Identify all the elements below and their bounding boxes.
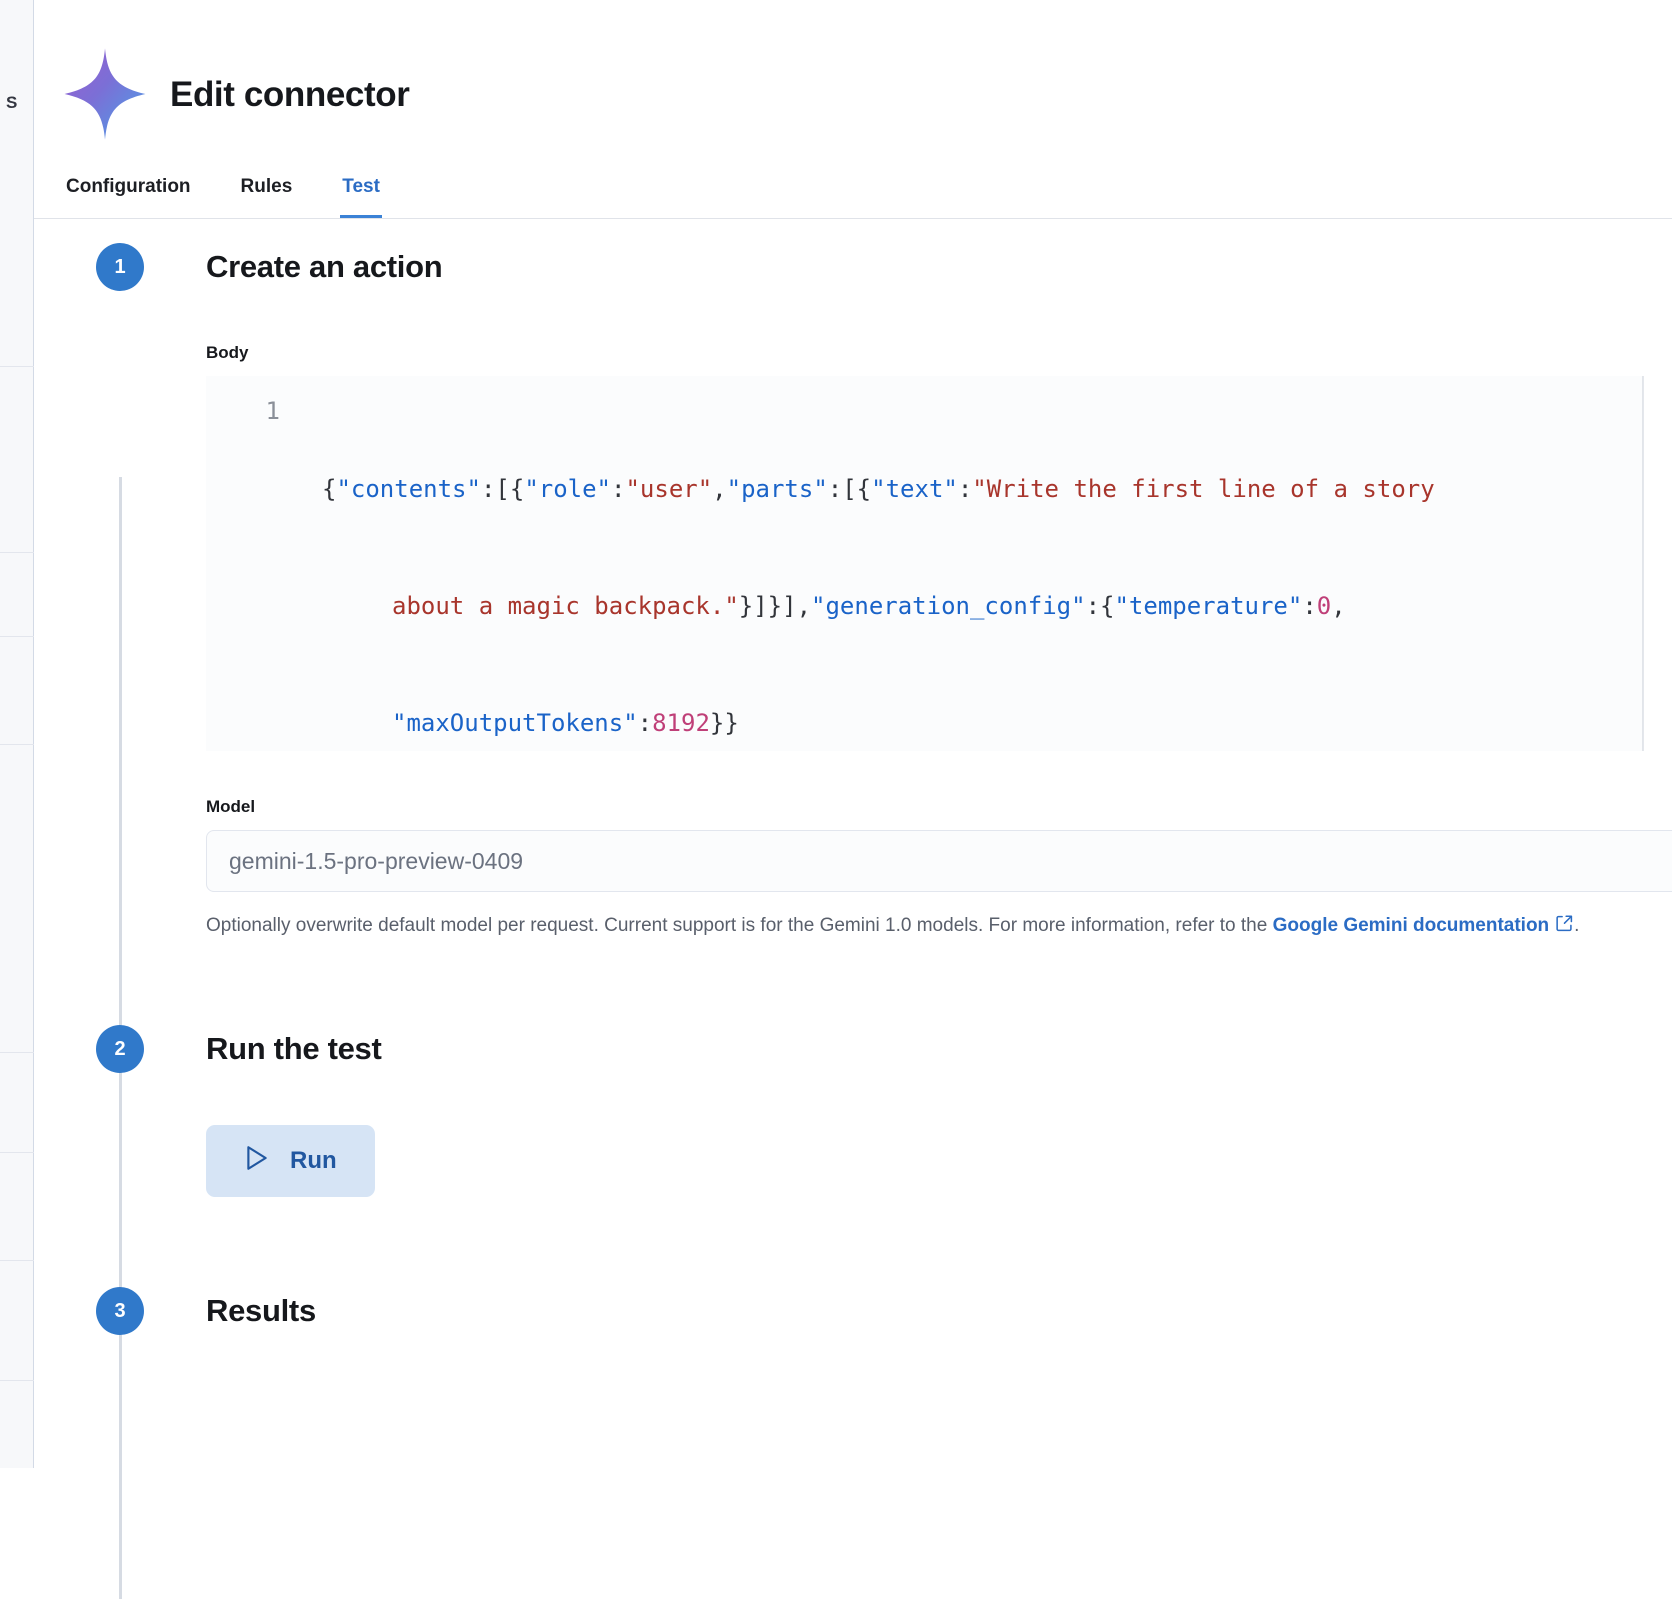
play-triangle-icon (244, 1144, 270, 1179)
step-create-an-action: 1 Create an action Body 1 {"contents":[{… (34, 243, 1672, 943)
code-line-1: {"contents":[{"role":"user","parts":[{"t… (322, 475, 1435, 503)
code-gutter: 1 (265, 397, 280, 425)
body-code-editor[interactable]: 1 {"contents":[{"role":"user","parts":[{… (206, 376, 1644, 751)
background-page: S (0, 0, 34, 1468)
helper-text-before: Optionally overwrite default model per r… (206, 915, 1273, 936)
body-label: Body (206, 343, 249, 362)
gemini-sparkle-icon (62, 46, 148, 142)
google-gemini-documentation-link[interactable]: Google Gemini documentation (1272, 915, 1550, 936)
code-line-2: about a magic backpack."}]}],"generation… (392, 592, 1346, 620)
tab-test[interactable]: Test (340, 176, 382, 218)
external-link-icon (1555, 912, 1574, 943)
stepper: 1 Create an action Body 1 {"contents":[{… (34, 219, 1672, 1599)
model-helper-text: Optionally overwrite default model per r… (206, 910, 1626, 943)
model-input-placeholder: gemini-1.5-pro-preview-0409 (229, 847, 524, 874)
tab-rules[interactable]: Rules (240, 176, 293, 197)
run-button[interactable]: Run (206, 1125, 375, 1197)
step-marker-2: 2 (96, 1025, 144, 1073)
model-label: Model (206, 797, 256, 816)
title-row: Edit connector (62, 46, 1672, 142)
step-title-1: Create an action (206, 249, 443, 284)
body-field-block: Body 1 {"contents":[{"role":"user","part… (206, 291, 1672, 943)
model-input[interactable]: gemini-1.5-pro-preview-0409 (206, 830, 1672, 892)
step-title-2: Run the test (206, 1031, 382, 1066)
step-marker-1: 1 (96, 243, 144, 291)
run-button-label: Run (290, 1147, 337, 1174)
page-title: Edit connector (170, 74, 410, 114)
edit-connector-flyout: Edit connector Configuration Rules Test … (34, 0, 1672, 1599)
tab-bar: Configuration Rules Test (34, 142, 1672, 219)
code-line-3: "maxOutputTokens":8192}} (392, 709, 739, 737)
editor-right-edge (1642, 376, 1643, 751)
step-run-the-test: 2 Run the test Run (34, 1025, 1672, 1197)
step-results: 3 Results (34, 1287, 1672, 1335)
background-clipped-label: S (6, 93, 18, 112)
step-marker-3: 3 (96, 1287, 144, 1335)
tab-configuration[interactable]: Configuration (66, 176, 191, 197)
helper-text-after: . (1574, 915, 1580, 936)
flyout-header: Edit connector (34, 0, 1672, 142)
step-title-3: Results (206, 1293, 316, 1328)
code-content[interactable]: {"contents":[{"role":"user","parts":[{"t… (298, 392, 1435, 751)
